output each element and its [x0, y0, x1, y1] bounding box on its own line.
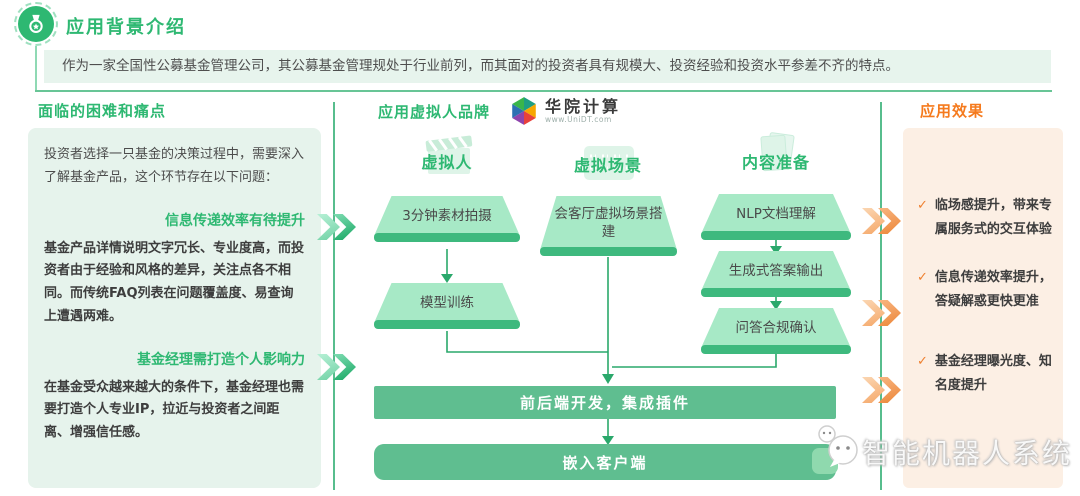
effects-box: ✓ 临场感提升，带来专属服务式的交互体验 ✓ 信息传递效率提升，答疑解惑更快更准… [903, 128, 1063, 488]
track-label-content-prep: 内容准备 [741, 153, 811, 172]
trapezoid-base [701, 231, 851, 240]
pain-heading-2: 基金经理需打造个人影响力 [137, 351, 305, 368]
page-title: 应用背景介绍 [66, 17, 186, 38]
track-label-virtual-scene: 虚拟场景 [573, 156, 643, 175]
step-scene-building: 会客厅虚拟场景搭建 [540, 196, 677, 256]
clapperboard-icon [425, 135, 473, 174]
effect-item: ✓ 临场感提升，带来专属服务式的交互体验 [917, 194, 1053, 242]
trapezoid-base [701, 345, 851, 354]
spacer [917, 242, 1053, 266]
chevron-right-icon [317, 214, 340, 240]
medal-glyph [29, 14, 43, 33]
left-column-divider [333, 102, 335, 490]
effect-item: ✓ 信息传递效率提升，答疑解惑更快更准 [917, 266, 1053, 314]
pain-heading-1: 信息传递效率有待提升 [165, 212, 305, 229]
chevron-right-icon [317, 354, 340, 380]
step-compliance-check: 问答合规确认 [701, 308, 851, 354]
effect-text: 基金经理曝光度、知名度提升 [934, 354, 1052, 394]
chevron-right-icon [862, 300, 885, 326]
right-column-divider [880, 102, 882, 490]
check-icon: ✓ [917, 198, 928, 213]
logo-text: 华院计算 www.UniDT.com [545, 98, 621, 124]
logo-url: www.UniDT.com [545, 114, 612, 124]
trapezoid-base [701, 288, 851, 297]
chevron-group-pain-2 [317, 354, 356, 380]
left-panel-title: 面临的困难和痛点 [38, 102, 167, 120]
logo-name: 华院计算 [545, 97, 622, 117]
effect-text: 信息传递效率提升，答疑解惑更快更准 [934, 270, 1052, 310]
wechat-icon [812, 425, 858, 474]
effect-text: 临场感提升，带来专属服务式的交互体验 [934, 198, 1052, 238]
effect-item: ✓ 基金经理曝光度、知名度提升 [917, 350, 1053, 398]
chevron-group-pain-1 [317, 214, 356, 240]
pain-points-intro: 投资者选择一只基金的决策过程中，需要深入了解基金产品，这个环节存在以下问题： [44, 147, 305, 185]
trapezoid-base [374, 233, 520, 242]
chevron-right-icon [862, 377, 885, 403]
check-icon: ✓ [917, 354, 928, 370]
step-material-shooting: 3分钟素材拍摄 [374, 196, 520, 242]
sofa-icon [584, 146, 634, 180]
header-connector-line [35, 46, 37, 91]
step-nlp-understanding: NLP文档理解 [701, 194, 851, 240]
step-answer-generation: 生成式答案输出 [701, 251, 851, 297]
trapezoid-base [374, 320, 520, 329]
intro-banner: 作为一家全国性公募基金管理公司，其公募基金管理规处于行业前列，而其面对的投资者具… [44, 50, 1051, 83]
chevron-group-effect-3 [862, 377, 901, 403]
step-model-training: 模型训练 [374, 283, 520, 329]
watermark: 智能机器人系统 [810, 424, 1072, 480]
bar-integration: 前后端开发，集成插件 [374, 386, 836, 419]
middle-panel-title: 应用虚拟人品牌 [378, 103, 491, 121]
header-divider [35, 90, 1052, 92]
watermark-text: 智能机器人系统 [862, 437, 1073, 470]
logo-cube-icon [512, 97, 536, 125]
trapezoid-base [540, 247, 677, 256]
spacer [917, 314, 1053, 350]
chevron-right-icon [862, 208, 885, 234]
pain-points-box: 投资者选择一只基金的决策过程中，需要深入了解基金产品，这个环节存在以下问题： 信… [28, 128, 321, 488]
documents-icon [760, 132, 795, 172]
medal-icon-circle [18, 6, 54, 42]
pain-body-1: 基金产品详情说明文字冗长、专业度高，而投资者由于经验和风格的差异，关注点各不相同… [44, 240, 305, 324]
bar-embed-client: 嵌入客户端 [374, 444, 836, 480]
chevron-group-effect-2 [862, 300, 901, 326]
huayuan-logo: 华院计算 www.UniDT.com [510, 96, 621, 126]
intro-text: 作为一家全国性公募基金管理公司，其公募基金管理规处于行业前列，而其面对的投资者具… [62, 58, 899, 74]
check-icon: ✓ [917, 270, 928, 286]
pain-body-2: 在基金受众越来越大的条件下，基金经理也需要打造个人专业IP，拉近与投资者之间距离… [44, 379, 305, 441]
track-label-virtual-human: 虚拟人 [421, 153, 473, 172]
right-panel-title: 应用效果 [920, 102, 985, 120]
chevron-group-effect-1 [862, 208, 901, 234]
medal-icon [14, 2, 58, 46]
